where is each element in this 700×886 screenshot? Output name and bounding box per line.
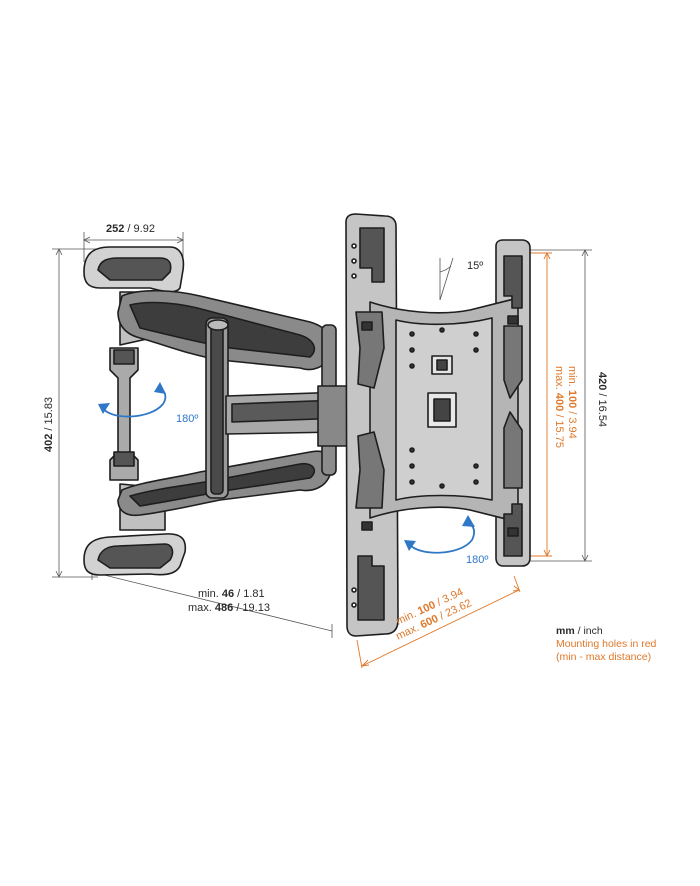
units-legend: mm / inch <box>556 625 603 637</box>
mounting-holes-legend: Mounting holes in red <box>556 638 657 650</box>
articulating-arms <box>117 289 362 517</box>
vesa-vertical-min-label: min. 100 / 3.94 <box>566 366 578 439</box>
vesa-vertical-max-label: max. 400 / 15.75 <box>553 366 565 448</box>
dimension-lines <box>52 232 592 638</box>
depth-min-label: min. 46 / 1.81 <box>198 588 265 600</box>
legend: mm / inch Mounting holes in red (min - m… <box>556 625 656 664</box>
rotation-arrows <box>98 382 475 554</box>
right-height-dimension-label: 420 / 16.54 <box>596 372 608 427</box>
tv-bracket <box>345 213 531 637</box>
swivel-arrow-plate <box>409 521 475 554</box>
plate-swivel-angle-label: 180º <box>466 554 488 566</box>
depth-max-label: max. 486 / 19.13 <box>188 602 270 614</box>
tilt-angle-label: 15º <box>467 260 483 272</box>
arm-swivel-angle-label: 180º <box>176 413 198 425</box>
distance-range-legend: (min - max distance) <box>556 651 652 663</box>
left-height-dimension-label: 402 / 15.83 <box>43 397 55 452</box>
top-width-dimension-label: 252 / 9.92 <box>106 223 155 235</box>
